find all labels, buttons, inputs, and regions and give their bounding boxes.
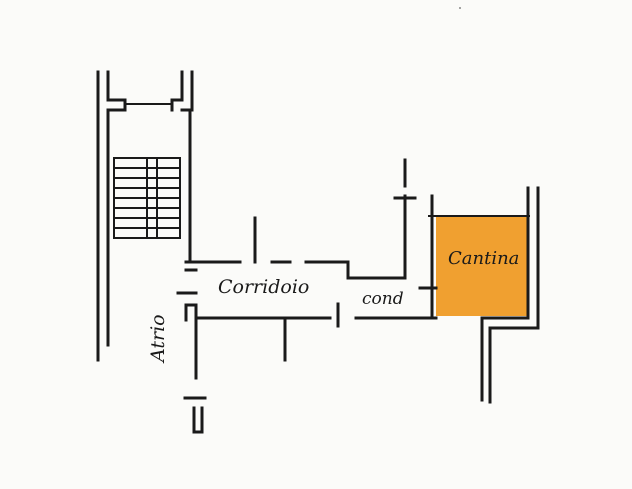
- corridor-walls: [176, 158, 438, 434]
- corner-dot: [459, 7, 461, 9]
- staircase: [96, 70, 194, 362]
- cantina-fill: [436, 216, 528, 316]
- label-cantina: Cantina: [448, 248, 519, 269]
- label-corridoio: Corridoio: [218, 276, 309, 298]
- label-atrio: Atrio: [147, 314, 169, 364]
- label-cond: cond: [362, 289, 404, 309]
- cantina-room: [418, 186, 540, 404]
- stair-steps: [113, 157, 181, 239]
